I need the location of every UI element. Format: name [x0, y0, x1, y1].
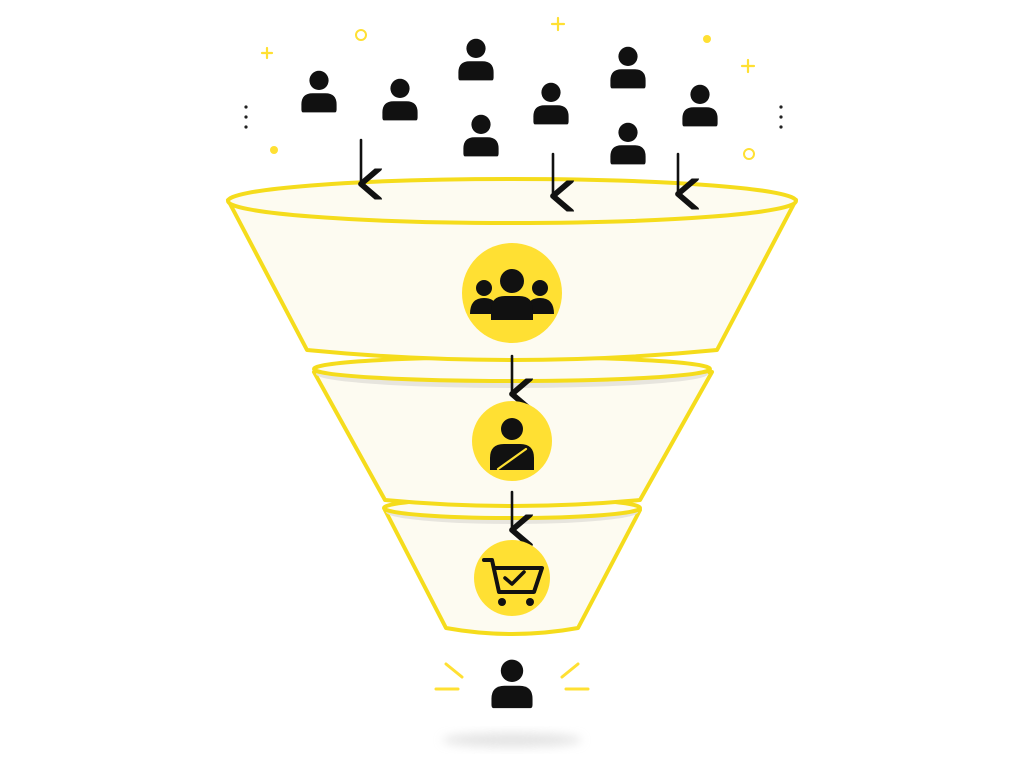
stage-1-badge [462, 243, 562, 343]
sparkle-icon [740, 58, 756, 74]
outcome-person-icon [491, 659, 533, 709]
vertical-dots-icon [244, 105, 248, 129]
ring-dot-icon [743, 148, 755, 160]
person-icon [463, 114, 499, 157]
stage-3-badge [474, 540, 550, 616]
person-icon [533, 82, 569, 125]
decorations [244, 16, 783, 160]
arrows [361, 138, 678, 530]
sparkle-icon [260, 46, 274, 60]
vertical-dots-icon [779, 105, 783, 129]
person-icon [458, 38, 494, 81]
person-icon [610, 122, 646, 165]
dot-icon [270, 146, 278, 154]
stage-2-badge [472, 401, 552, 481]
cart-check-icon [482, 558, 544, 606]
burst-lines [434, 662, 590, 691]
ring-dot-icon [355, 29, 367, 41]
sparkle-icon [550, 16, 566, 32]
group-icon [470, 269, 554, 320]
person-icon [382, 78, 418, 121]
incoming-people [301, 38, 718, 165]
person-icon [301, 70, 337, 113]
outcome [434, 659, 590, 747]
dot-icon [703, 35, 711, 43]
person-icon [610, 46, 646, 89]
person-icon [682, 84, 718, 127]
